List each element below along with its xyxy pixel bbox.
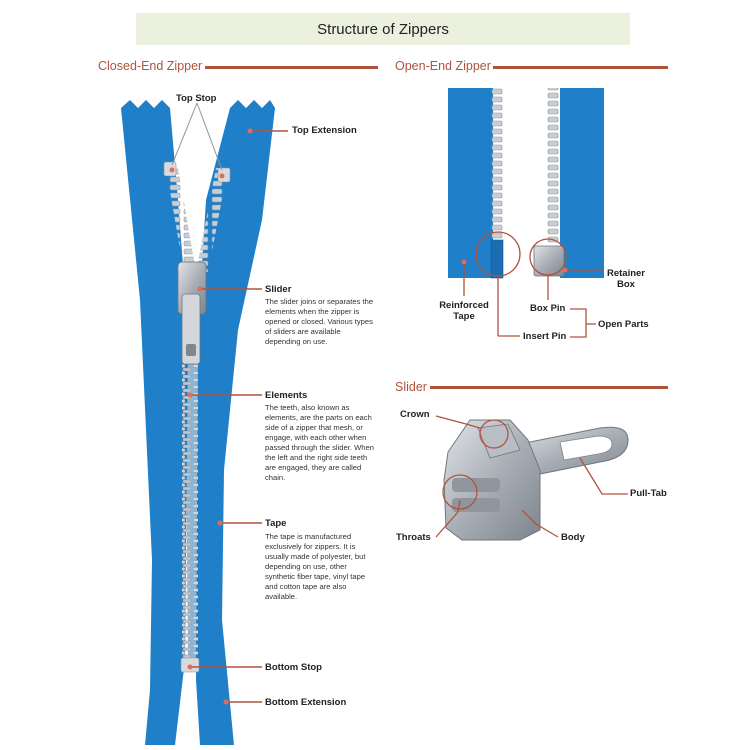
closed-end-zipper [121,100,275,745]
closed-end-rule [205,66,378,69]
reinforced-tape-label-line-1: Reinforced [439,300,489,311]
insert-pin-label: Insert Pin [523,331,567,342]
retainer-box-label-line-2: Box [617,279,635,290]
crown-highlight [479,419,509,449]
open-end-section-title: Open-End Zipper [395,59,491,73]
retainer-box [533,245,565,277]
pull-tab-hole [559,435,613,461]
box-pin-label: Box Pin [530,303,566,314]
slider-label: Slider [265,284,292,295]
open-end-teeth-left [491,88,505,240]
open-end-tape-left [448,88,493,278]
body-label: Body [561,532,585,543]
reinforced-tape-label: Reinforced Tape [434,300,494,322]
open-end-teeth-right [546,88,560,243]
open-end-markers [461,259,568,273]
crown-label: Crown [400,409,430,420]
zipper-teeth-right [196,168,228,272]
throats-label: Throats [396,532,431,543]
zipper-chain [182,330,198,660]
slider-rule [430,386,668,389]
retainer-box-label-line-1: Retainer [606,268,645,279]
bottom-stop-label: Bottom Stop [265,662,322,673]
zipper-tape [196,100,275,745]
closed-end-leader-lines-accent [190,130,288,703]
open-parts-label: Open Parts [598,319,649,330]
open-end-zipper [448,88,604,279]
closed-end-section-title: Closed-End Zipper [98,59,203,73]
page-title: Structure of Zippers [136,13,630,45]
zipper-slider [177,261,207,365]
throats-highlight [442,474,478,510]
bottom-extension-label: Bottom Extension [265,697,347,708]
elements-description: The teeth, also known as elements, are t… [265,403,374,482]
elements-label: Elements [265,390,308,401]
tape-description: The tape is manufactured exclusively for… [265,532,366,601]
closed-end-markers [169,128,253,705]
zipper-tape [121,100,188,745]
tape-label: Tape [265,518,287,529]
top-extension-label: Top Extension [292,125,357,136]
slider-leader-lines [435,415,628,538]
open-end-tape-right [560,88,604,278]
top-stop-label: Top Stop [176,93,217,104]
open-end-rule [493,66,668,69]
open-end-leader-lines [463,262,604,338]
reinforced-tape-label-line-2: Tape [453,311,475,322]
insert-pin [490,239,504,279]
slider-description: The slider joins or separates the elemen… [265,297,374,346]
retainer-box-label: Retainer Box [600,268,652,290]
zipper-teeth-left [166,168,196,272]
pull-tab-label: Pull-Tab [630,488,667,499]
closed-end-leader-lines [171,102,223,171]
slider-section-title: Slider [395,380,427,394]
slider-detail [442,419,629,541]
slider-crown [477,423,521,459]
